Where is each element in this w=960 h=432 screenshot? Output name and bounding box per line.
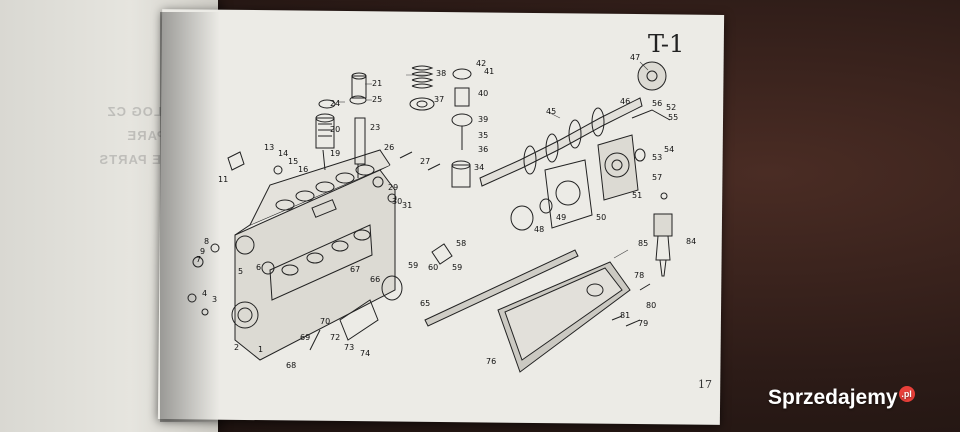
callout-67: 67 [350, 265, 360, 274]
callout-23: 23 [370, 123, 380, 132]
callout-66: 66 [370, 275, 380, 284]
callout-48: 48 [534, 225, 544, 234]
callout-42: 42 [476, 59, 486, 68]
callout-58: 58 [456, 239, 466, 248]
callout-36: 36 [478, 145, 488, 154]
callout-5: 5 [238, 267, 243, 276]
callout-2: 2 [234, 343, 239, 352]
callout-51: 51 [632, 191, 642, 200]
callout-70: 70 [320, 317, 330, 326]
callout-37: 37 [434, 95, 444, 104]
callout-35: 35 [478, 131, 488, 140]
callout-52: 52 [666, 103, 676, 112]
page-number: 17 [698, 378, 712, 391]
callout-41: 41 [484, 67, 494, 76]
callout-68: 68 [286, 361, 296, 370]
pump-housing [231, 149, 396, 361]
callout-8: 8 [204, 237, 209, 246]
callout-84: 84 [686, 237, 696, 246]
callout-69: 69 [300, 333, 310, 342]
callout-74: 74 [360, 349, 370, 358]
callout-73: 73 [344, 343, 354, 352]
callout-85: 85 [638, 239, 648, 248]
watermark-logo: Sprzedajemy.pl [768, 386, 915, 410]
callout-55: 55 [668, 113, 678, 122]
delivery-valve-stack [315, 72, 367, 178]
callout-11: 11 [218, 175, 228, 184]
callout-39: 39 [478, 115, 488, 124]
callout-45: 45 [546, 107, 556, 116]
callout-16: 16 [298, 165, 308, 174]
callout-50: 50 [596, 213, 606, 222]
sheet-label: T-1 [648, 30, 685, 58]
callout-81: 81 [620, 311, 630, 320]
callout-27: 27 [420, 157, 430, 166]
callout-46: 46 [620, 97, 630, 106]
callout-labels: 1 2 3 4 5 6 7 8 9 11 13 14 15 16 19 20 2… [196, 53, 696, 370]
callout-30: 30 [392, 197, 402, 206]
callout-57: 57 [652, 173, 662, 182]
callout-1: 1 [258, 345, 263, 354]
callout-80: 80 [646, 301, 656, 310]
callout-21: 21 [372, 79, 382, 88]
callout-25: 25 [372, 95, 382, 104]
rail-and-cover [424, 249, 631, 373]
callout-31: 31 [402, 201, 412, 210]
callout-38: 38 [436, 69, 446, 78]
callout-9: 9 [200, 247, 205, 256]
callout-72: 72 [330, 333, 340, 342]
callout-49: 49 [556, 213, 566, 222]
callout-59: 59 [408, 261, 418, 270]
callout-60: 60 [428, 263, 438, 272]
callout-53: 53 [652, 153, 662, 162]
end-cover-plates [510, 134, 646, 231]
small-fittings [187, 109, 671, 351]
callout-6: 6 [256, 263, 261, 272]
watermark-badge: .pl [898, 386, 915, 402]
callout-59-right: 59 [452, 263, 462, 272]
callout-79: 79 [638, 319, 648, 328]
plunger-spring-assembly [409, 65, 473, 188]
callout-56: 56 [652, 99, 662, 108]
callout-13: 13 [264, 143, 274, 152]
callout-47: 47 [630, 53, 640, 62]
callout-3: 3 [212, 295, 217, 304]
callout-54: 54 [664, 145, 674, 154]
watermark-text: Sprzedajemy [768, 386, 898, 409]
callout-24: 24 [330, 99, 340, 108]
callout-4: 4 [202, 289, 207, 298]
callout-26: 26 [384, 143, 394, 152]
callout-34: 34 [474, 163, 484, 172]
callout-14: 14 [278, 149, 288, 158]
page-spine-shadow [160, 12, 220, 422]
camshaft [479, 61, 667, 187]
callout-78: 78 [634, 271, 644, 280]
callout-20: 20 [330, 125, 340, 134]
callout-19: 19 [330, 149, 340, 158]
callout-29: 29 [388, 183, 398, 192]
callout-15: 15 [288, 157, 298, 166]
callout-76: 76 [486, 357, 496, 366]
regulator-valve [653, 213, 673, 277]
callout-7: 7 [196, 255, 201, 264]
callout-65: 65 [420, 299, 430, 308]
callout-40: 40 [478, 89, 488, 98]
